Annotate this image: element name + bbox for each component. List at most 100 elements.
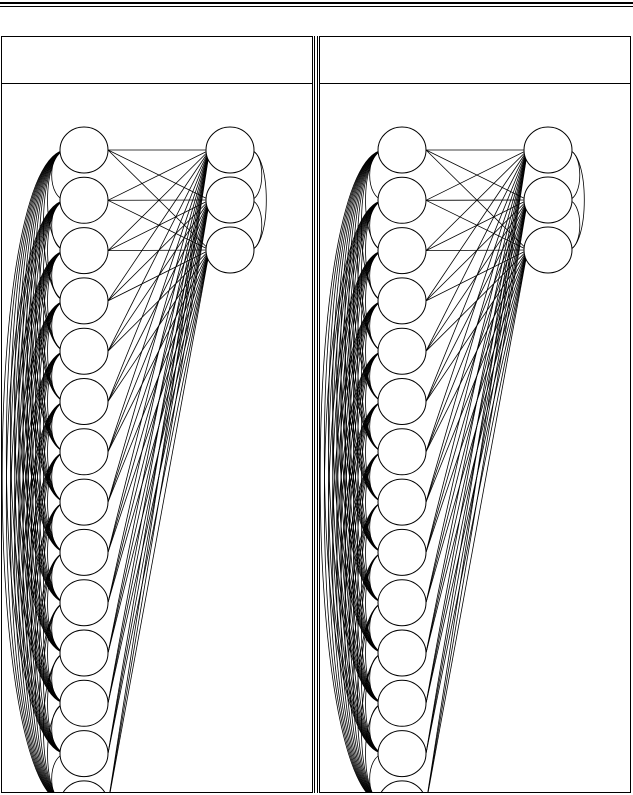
cross-edge — [109, 199, 210, 792]
left-node — [377, 528, 427, 576]
left-arc-edge — [323, 149, 386, 754]
edges — [320, 149, 585, 792]
left-arc-edge — [26, 451, 68, 792]
left-arc-edge — [340, 199, 386, 604]
left-arc-edge — [14, 199, 68, 704]
left-arc-edge — [5, 199, 68, 792]
nodes — [59, 126, 255, 792]
left-node — [377, 428, 427, 476]
left-arc-edge — [344, 199, 386, 553]
cross-edge — [107, 149, 210, 603]
left-arc-edge — [365, 350, 386, 453]
left-node — [59, 629, 109, 677]
cross-edge — [425, 149, 528, 201]
cross-edge — [107, 149, 210, 302]
right-node — [205, 126, 255, 174]
cross-edge — [427, 149, 528, 792]
right-panel-header — [320, 37, 630, 84]
left-arc-edge — [47, 300, 68, 402]
cross-edge — [425, 149, 528, 503]
left-arc-edge — [344, 451, 386, 792]
cross-edge — [109, 149, 210, 792]
left-arc-edge — [332, 149, 386, 654]
cross-edge — [425, 149, 528, 452]
left-arc-edge — [340, 300, 386, 704]
left-node — [377, 629, 427, 677]
left-arc-edge — [47, 350, 68, 453]
left-arc-edge — [22, 350, 68, 754]
left-arc-edge — [365, 250, 386, 352]
left-arc-edge — [47, 702, 68, 792]
left-arc-edge — [332, 250, 386, 754]
left-node — [377, 126, 427, 174]
cross-edge — [425, 149, 528, 754]
left-arc-edge — [340, 350, 386, 754]
left-arc-edge — [344, 401, 386, 754]
left-arc-edge — [47, 602, 68, 704]
left-node — [377, 730, 427, 778]
left-node — [59, 277, 109, 325]
left-arc-edge — [47, 149, 68, 251]
left-arc-edge — [2, 149, 68, 792]
left-node — [377, 327, 427, 375]
left-arc-edge — [356, 602, 386, 792]
left-arc-edge — [14, 250, 68, 754]
left-arc-edge — [340, 250, 386, 654]
cross-edge — [427, 199, 528, 792]
left-arc-edge — [38, 602, 68, 792]
left-arc-edge — [47, 401, 68, 503]
cross-edge — [425, 149, 528, 553]
left-arc-edge — [365, 652, 386, 754]
left-arc-edge — [22, 401, 68, 792]
left-arc-edge — [344, 350, 386, 704]
cross-edge — [107, 149, 210, 503]
left-arc-edge — [43, 652, 68, 792]
cross-edge — [107, 149, 210, 553]
left-arc-edge — [340, 401, 386, 792]
left-node — [59, 378, 109, 425]
left-arc-edge — [14, 149, 68, 654]
left-arc-edge — [365, 401, 386, 503]
left-node — [377, 478, 427, 526]
left-arc-edge — [332, 199, 386, 704]
left-arc-edge — [323, 199, 386, 792]
left-node — [59, 579, 109, 627]
left-arc-edge — [365, 149, 386, 251]
panel-divider — [314, 36, 318, 793]
left-arc-edge — [26, 300, 68, 654]
top-rule — [0, 0, 633, 14]
cross-edge — [107, 149, 210, 654]
cross-edge — [107, 149, 210, 352]
cross-edge — [107, 149, 210, 452]
left-arc-edge — [365, 552, 386, 654]
left-arc-edge — [365, 702, 386, 792]
left-node — [377, 277, 427, 325]
left-arc-edge — [26, 350, 68, 704]
left-arc-edge — [22, 250, 68, 654]
left-node — [59, 679, 109, 727]
cross-edge — [425, 149, 528, 251]
left-node — [62, 780, 106, 792]
left-arc-edge — [22, 199, 68, 604]
left-arc-edge — [365, 451, 386, 553]
left-node — [377, 579, 427, 627]
left-arc-edge — [361, 652, 386, 792]
left-arc-edge — [365, 602, 386, 704]
left-arc-edge — [22, 300, 68, 704]
left-arc-edge — [320, 149, 386, 792]
left-arc-edge — [14, 300, 68, 792]
left-panel-graph-area — [2, 84, 312, 792]
left-node — [377, 176, 427, 224]
left-node — [377, 378, 427, 425]
edges — [2, 149, 267, 792]
left-arc-edge — [332, 300, 386, 792]
left-arc-edge — [47, 199, 68, 302]
right-node — [523, 226, 573, 274]
top-rule-thin — [0, 6, 633, 7]
right-node — [205, 226, 255, 274]
cross-edge — [425, 149, 528, 603]
left-arc-edge — [340, 149, 386, 553]
network-graph-left — [2, 126, 267, 792]
right-node — [523, 176, 573, 224]
left-node — [59, 126, 109, 174]
